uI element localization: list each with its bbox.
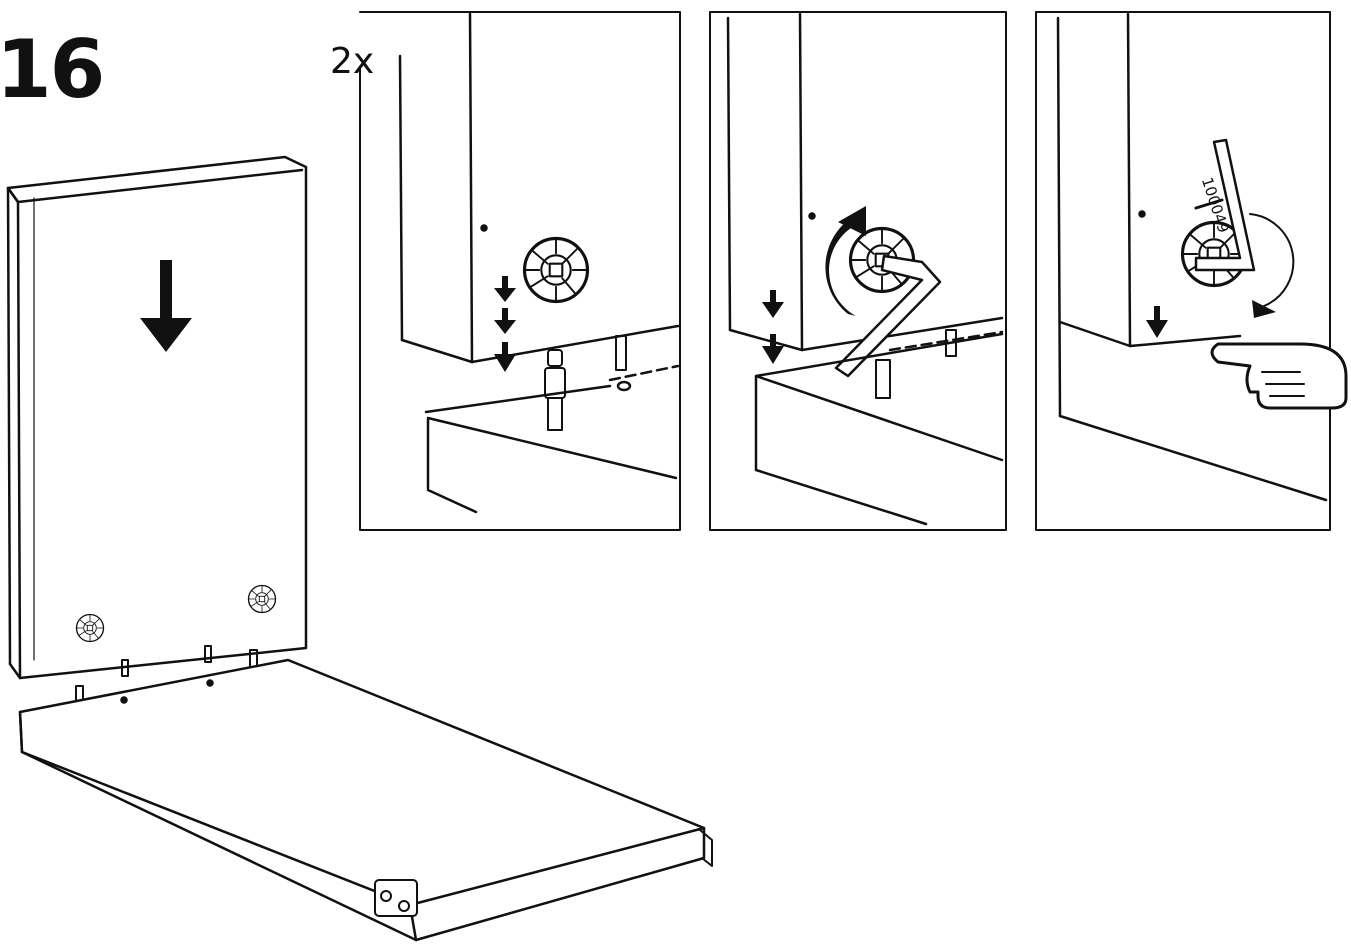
detail-panel-1 [359,11,681,531]
upright-panel [6,155,308,680]
down-arrow-icon [1146,306,1168,338]
dowel-icon [544,335,627,431]
down-arrow-icon [140,260,192,352]
rotate-arrow-icon [825,206,866,316]
hinge-fitting [374,829,713,917]
allen-key-icon [1194,138,1256,272]
detail-panel-3 [1035,11,1348,531]
base-panel [18,658,706,942]
down-arrow-icon [494,276,516,372]
allen-key-icon [834,254,942,378]
base-top [754,330,1004,526]
detail-panel-2 [709,11,1007,531]
cabinet-side [726,12,1004,352]
cabinet-side [398,12,680,364]
pointing-hand-icon [1210,342,1348,410]
down-arrow-icon [762,290,784,364]
rotate-arrow-icon [1194,198,1295,318]
base-top [424,364,680,514]
cam-lock-icon [522,236,590,304]
step-number: 16 [0,23,105,116]
cabinet-side [1056,12,1328,502]
quantity-label: 2x [330,41,375,82]
